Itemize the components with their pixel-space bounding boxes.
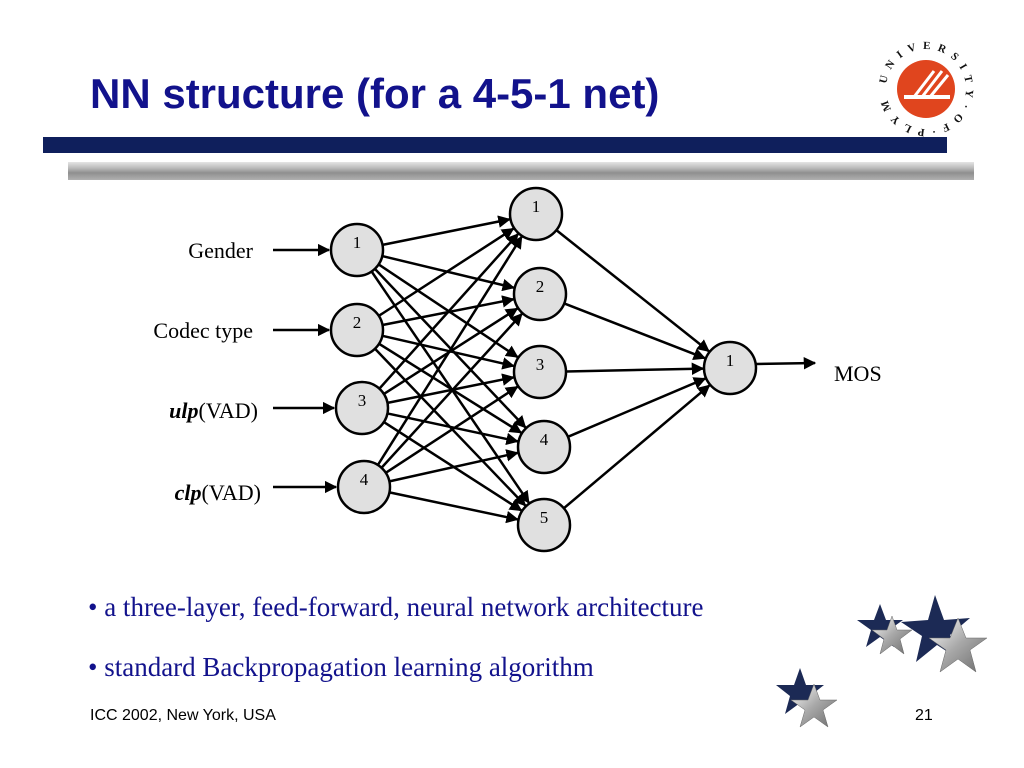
hidden-output-connection <box>567 377 707 438</box>
star-icon <box>776 668 838 728</box>
slide-title: NN structure (for a 4-5-1 net) <box>90 70 660 117</box>
input-label-gender: Gender <box>188 238 253 263</box>
node-label: 1 <box>532 197 541 216</box>
input-hidden-connection <box>385 385 519 474</box>
bullet-item: • a three-layer, feed-forward, neural ne… <box>88 592 704 622</box>
input-label-clp: clp(VAD) <box>174 480 261 505</box>
input-hidden-connection <box>378 342 523 434</box>
title-underline-gray <box>68 162 974 180</box>
input-label-ulp: ulp(VAD) <box>169 398 258 423</box>
input-hidden-connection <box>389 491 519 524</box>
input-hidden-connection <box>387 412 519 446</box>
title-underline-dark <box>43 137 947 153</box>
input-node: 4 <box>336 459 392 515</box>
star-icon <box>901 595 988 673</box>
hidden-node: 5 <box>516 497 572 553</box>
input-hidden-connection <box>382 215 511 247</box>
input-node: 2 <box>329 302 385 358</box>
input-hidden-connection <box>389 449 519 483</box>
hidden-node: 1 <box>508 186 564 242</box>
node-label: 5 <box>540 508 549 527</box>
node-label: 2 <box>353 313 362 332</box>
output-label-mos: MOS <box>834 361 882 386</box>
input-hidden-connection <box>382 334 515 370</box>
hidden-node: 3 <box>512 344 568 400</box>
node-label: 3 <box>358 391 367 410</box>
neural-network-diagram: 1 2 3 4 1 2 3 4 5 1 <box>273 186 817 553</box>
page-number: 21 <box>915 707 933 724</box>
decorative-stars <box>776 595 988 728</box>
node-label: 1 <box>726 351 735 370</box>
node-label: 4 <box>360 470 369 489</box>
output-node: 1 <box>702 340 758 396</box>
input-hidden-connection <box>378 233 519 390</box>
input-node: 3 <box>334 380 390 436</box>
star-icon <box>857 604 913 655</box>
hidden-output-connection <box>565 362 705 376</box>
output-arrow <box>755 356 817 370</box>
university-logo: U N I V E R S I T Y · O F · P L Y M O U … <box>872 35 973 138</box>
hidden-node: 2 <box>512 266 568 322</box>
hidden-output-connection <box>563 384 711 510</box>
node-label: 2 <box>536 277 545 296</box>
input-hidden-connection <box>380 313 523 469</box>
node-label: 3 <box>536 355 545 374</box>
hidden-node: 4 <box>516 419 572 475</box>
hidden-output-connection <box>555 229 710 353</box>
input-hidden-connection <box>378 227 515 317</box>
footer-conference: ICC 2002, New York, USA <box>90 707 276 724</box>
input-hidden-connection <box>387 373 515 405</box>
input-hidden-connection <box>376 235 523 466</box>
hidden-output-connection <box>563 302 707 360</box>
input-node: 1 <box>329 222 385 278</box>
node-label: 4 <box>540 430 549 449</box>
bullet-list: • a three-layer, feed-forward, neural ne… <box>88 592 704 712</box>
node-label: 1 <box>353 233 362 252</box>
input-label-codec-type: Codec type <box>153 318 253 343</box>
bullet-item: • standard Backpropagation learning algo… <box>88 652 594 682</box>
